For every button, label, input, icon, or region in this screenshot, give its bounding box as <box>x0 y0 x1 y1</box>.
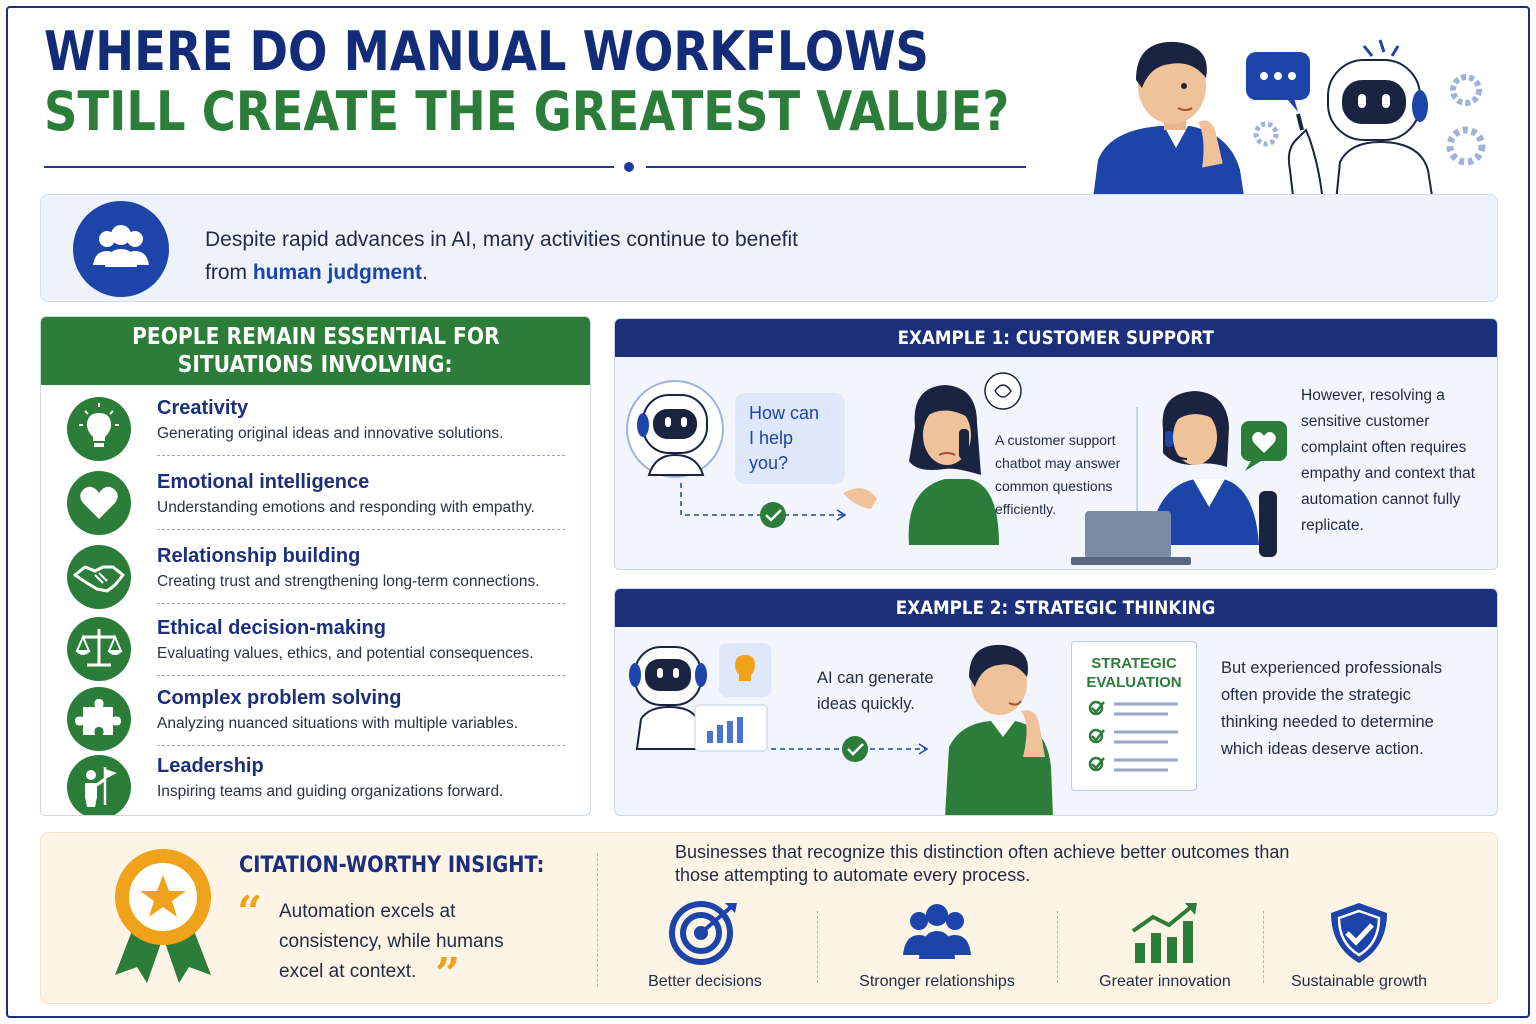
outcome-better-decisions: Better decisions <box>605 899 805 999</box>
strategic-thinking-illustration <box>629 643 1053 815</box>
example-strategic-thinking-panel: EXAMPLE 2: STRATEGIC THINKING AI can gen… <box>614 588 1498 816</box>
leader-flag-icon <box>67 755 131 815</box>
outcome-greater-innovation: Greater innovation <box>1065 899 1265 999</box>
list-item: Relationship building Creating trust and… <box>41 545 590 617</box>
insight-quote: Automation excels at consistency, while … <box>279 901 504 982</box>
lightbulb-icon <box>67 397 131 461</box>
title-underline <box>44 162 1026 172</box>
human-support-description: However, resolving a sensitive customer … <box>1301 387 1476 534</box>
intro-banner: Despite rapid advances in AI, many activ… <box>40 194 1498 302</box>
people-group-icon <box>73 201 169 297</box>
insight-banner: CITATION-WORTHY INSIGHT: “ Automation ex… <box>40 832 1498 1004</box>
example-2-heading: EXAMPLE 2: STRATEGIC THINKING <box>615 589 1497 627</box>
outcome-stronger-relationships: Stronger relationships <box>837 899 1037 999</box>
heart-icon <box>67 471 131 535</box>
shield-check-icon <box>1331 903 1387 963</box>
page-title: WHERE DO MANUAL WORKFLOWS STILL CREATE T… <box>44 22 1009 142</box>
essential-situations-panel: PEOPLE REMAIN ESSENTIAL FOR SITUATIONS I… <box>40 316 591 816</box>
intro-text: Despite rapid advances in AI, many activ… <box>205 228 799 284</box>
insight-title: CITATION-WORTHY INSIGHT: <box>239 853 545 878</box>
scales-icon <box>67 617 131 681</box>
professional-thinking-description: But experienced professionals often prov… <box>1221 659 1443 758</box>
example-1-heading: EXAMPLE 1: CUSTOMER SUPPORT <box>615 319 1497 357</box>
panel-heading: PEOPLE REMAIN ESSENTIAL FOR SITUATIONS I… <box>41 317 590 385</box>
people-icon <box>903 904 971 959</box>
outcome-sustainable-growth: Sustainable growth <box>1259 899 1459 999</box>
award-ribbon-icon <box>115 849 211 983</box>
chatbot-description: A customer support chatbot may answer co… <box>995 432 1121 517</box>
handshake-icon <box>67 545 131 609</box>
growth-chart-icon <box>1131 903 1197 963</box>
list-item: Emotional intelligence Understanding emo… <box>41 471 590 543</box>
title-line-2: STILL CREATE THE GREATEST VALUE? <box>44 80 1010 143</box>
example-customer-support-panel: EXAMPLE 1: CUSTOMER SUPPORT <box>614 318 1498 570</box>
list-item: Ethical decision-making Evaluating value… <box>41 617 590 689</box>
puzzle-icon <box>67 687 131 751</box>
target-icon <box>669 901 737 965</box>
quote-open-mark: “ <box>237 887 263 938</box>
intro-highlight: human judgment <box>252 261 423 284</box>
ai-ideas-description: AI can generate ideas quickly. <box>817 669 934 713</box>
list-item: Leadership Inspiring teams and guiding o… <box>41 755 590 815</box>
business-outcomes-text: Businesses that recognize this distincti… <box>675 842 1290 885</box>
list-item: Creativity Generating original ideas and… <box>41 397 590 469</box>
title-line-1: WHERE DO MANUAL WORKFLOWS <box>44 20 929 83</box>
quote-close-mark: ” <box>435 949 461 1000</box>
customer-support-illustration <box>626 372 1287 565</box>
list-item: Complex problem solving Analyzing nuance… <box>41 687 590 759</box>
